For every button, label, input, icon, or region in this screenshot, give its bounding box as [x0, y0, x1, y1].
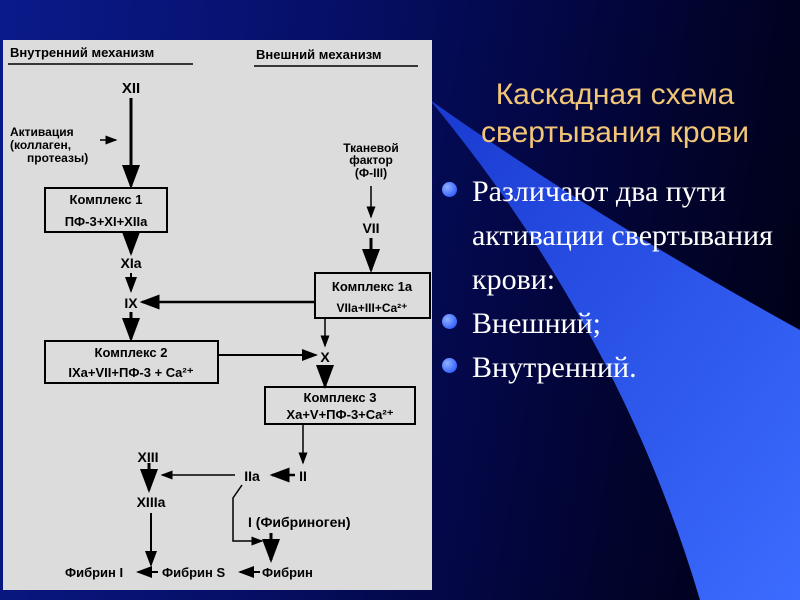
fibrin: Фибрин [262, 565, 313, 580]
complex1a-formula: VIIa+III+Ca²⁺ [336, 301, 407, 315]
coagulation-cascade-diagram: Внутренний механизм Внешний механизм XII… [3, 40, 432, 590]
tissue-factor-line: Тканевой [343, 141, 398, 155]
complex1a-box [314, 272, 431, 319]
tissue-factor-line: (Ф-III) [355, 166, 387, 180]
fibrin-i: Фибрин I [65, 565, 123, 580]
factor-xii: XII [122, 80, 140, 97]
complex1-formula: ПФ-3+XI+XIIa [65, 214, 148, 229]
factor-x: X [320, 349, 330, 365]
bullet-list: Различают два пути активации свертывания… [440, 170, 800, 390]
bullet-item: Внешний; [440, 302, 800, 346]
bullet-icon [442, 182, 457, 197]
complex2-title: Комплекс 2 [95, 345, 168, 360]
complex1-title: Комплекс 1 [70, 192, 143, 207]
complex2-formula: IXa+VII+ПФ-3 + Ca²⁺ [68, 365, 193, 380]
bullet-item: Внутренний. [440, 346, 800, 390]
bullet-text: Различают два пути активации свертывания… [472, 175, 773, 296]
factor-ii: II [299, 468, 307, 484]
complex3-box [264, 386, 416, 425]
activation-line: (коллаген, [10, 138, 71, 152]
factor-xiiia: XIIIa [137, 494, 166, 510]
factor-vii: VII [362, 220, 379, 236]
bullet-text: Внешний; [472, 307, 601, 340]
slide-title: Каскадная схема свертывания крови [481, 78, 749, 149]
complex3-title: Комплекс 3 [304, 390, 377, 405]
complex1a-title: Комплекс 1a [332, 279, 413, 294]
complex3-formula: Xa+V+ПФ-3+Ca²⁺ [286, 407, 393, 422]
factor-xiii: XIII [137, 449, 158, 465]
bullet-icon [442, 314, 457, 329]
activation-line: протеазы) [27, 151, 88, 165]
bullet-item: Различают два пути активации свертывания… [440, 170, 800, 302]
activation-line: Активация [10, 125, 74, 139]
fibrinogen: I (Фибриноген) [248, 514, 351, 530]
factor-iia: IIa [244, 468, 260, 484]
header-extrinsic: Внешний механизм [256, 47, 382, 62]
bullet-icon [442, 358, 457, 373]
factor-xia: XIa [120, 255, 141, 271]
complex2-box [44, 340, 219, 384]
bullet-text: Внутренний. [472, 351, 637, 384]
tissue-factor-line: фактор [349, 153, 393, 167]
factor-ix: IX [124, 295, 138, 311]
header-intrinsic: Внутренний механизм [10, 45, 154, 60]
complex1-box [44, 187, 168, 233]
fibrin-s: Фибрин S [162, 565, 226, 580]
